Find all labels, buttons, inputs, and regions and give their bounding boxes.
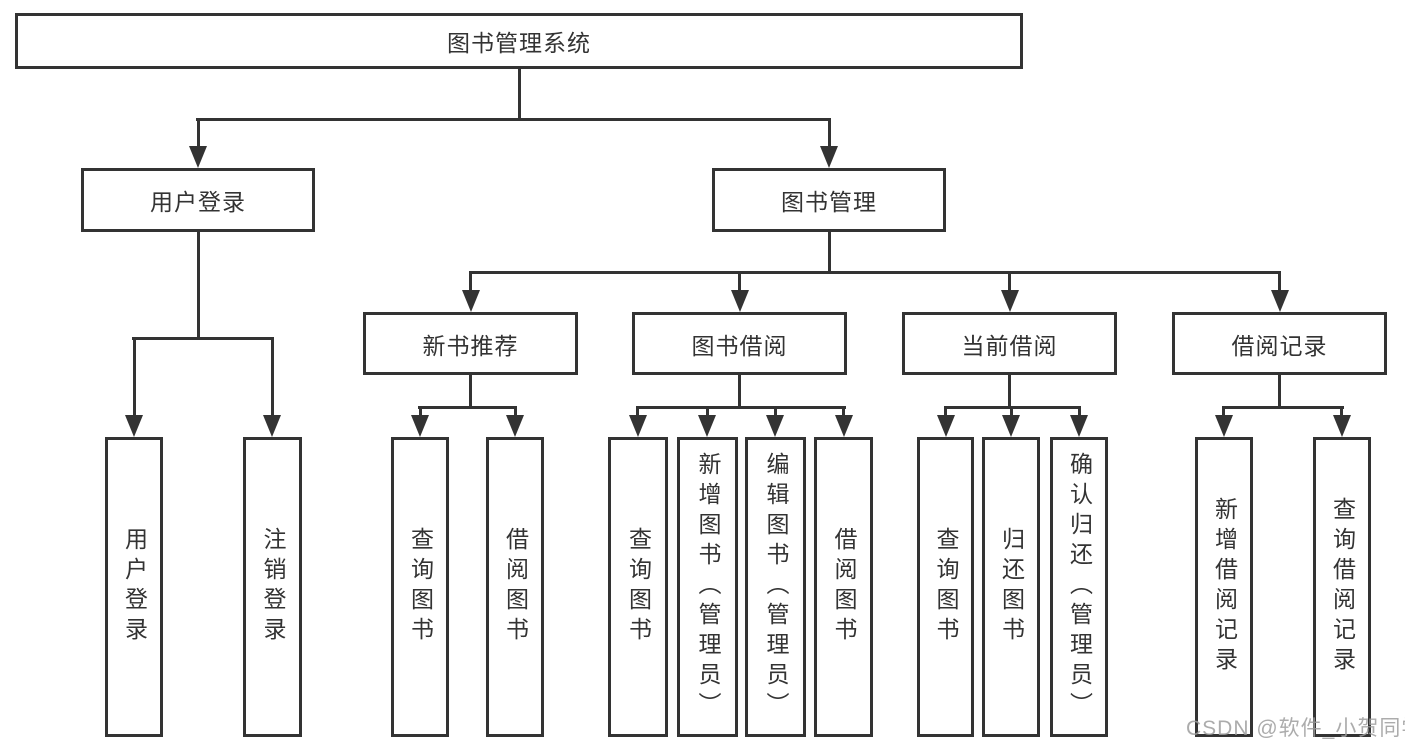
leaf-cb-return-books-label: 归还图书 bbox=[998, 527, 1025, 647]
leaf-bb-add-books: 新增图书（管理员） bbox=[677, 437, 738, 737]
connector-line bbox=[469, 271, 472, 292]
connector-line bbox=[271, 337, 274, 417]
leaf-logout-label: 注销登录 bbox=[260, 527, 286, 647]
leaf-cb-confirm-return-label: 确认归还（管理员） bbox=[1066, 452, 1093, 722]
connector-line bbox=[738, 271, 741, 292]
arrowhead-icon bbox=[937, 415, 955, 437]
connector-line bbox=[842, 406, 845, 417]
arrowhead-icon bbox=[1271, 290, 1289, 312]
leaf-br-query-record-label: 查询借阅记录 bbox=[1329, 497, 1356, 677]
connector-line bbox=[828, 232, 831, 271]
leaf-nbr-borrow-books-label: 借阅图书 bbox=[502, 527, 529, 647]
leaf-br-add-record: 新增借阅记录 bbox=[1195, 437, 1253, 737]
leaf-user-login-label: 用户登录 bbox=[121, 527, 148, 647]
connector-line bbox=[828, 118, 831, 148]
connector-line bbox=[738, 375, 741, 406]
arrowhead-icon bbox=[189, 146, 207, 168]
arrowhead-icon bbox=[698, 415, 716, 437]
leaf-cb-query-books: 查询图书 bbox=[917, 437, 974, 737]
leaf-bb-query-books-label: 查询图书 bbox=[625, 527, 652, 647]
connector-line bbox=[197, 232, 200, 337]
leaf-br-query-record: 查询借阅记录 bbox=[1313, 437, 1371, 737]
arrowhead-icon bbox=[125, 415, 143, 437]
node-book-management: 图书管理 bbox=[712, 168, 946, 232]
node-borrow-records: 借阅记录 bbox=[1172, 312, 1387, 375]
leaf-nbr-query-books: 查询图书 bbox=[391, 437, 449, 737]
connector-line bbox=[469, 271, 1281, 274]
connector-line bbox=[944, 406, 947, 417]
connector-line bbox=[636, 406, 846, 409]
arrowhead-icon bbox=[731, 290, 749, 312]
connector-line bbox=[1278, 375, 1281, 406]
connector-line bbox=[518, 69, 521, 118]
leaf-bb-add-books-label: 新增图书（管理员） bbox=[695, 452, 721, 722]
arrowhead-icon bbox=[835, 415, 853, 437]
arrowhead-icon bbox=[1215, 415, 1233, 437]
node-current-borrow-label: 当前借阅 bbox=[961, 332, 1058, 359]
connector-line bbox=[1008, 271, 1011, 292]
leaf-bb-edit-books-label: 编辑图书（管理员） bbox=[763, 452, 789, 722]
node-book-borrow-label: 图书借阅 bbox=[691, 332, 788, 359]
leaf-nbr-borrow-books: 借阅图书 bbox=[486, 437, 544, 737]
leaf-nbr-query-books-label: 查询图书 bbox=[407, 527, 434, 647]
connector-line bbox=[133, 337, 136, 417]
connector-line bbox=[132, 337, 274, 340]
connector-line bbox=[1340, 406, 1343, 417]
connector-line bbox=[706, 406, 709, 417]
connector-line bbox=[1278, 271, 1281, 292]
connector-line bbox=[1010, 406, 1013, 417]
csdn-watermark: CSDN @软件_小贺同学 bbox=[1186, 717, 1405, 740]
connector-line bbox=[1222, 406, 1344, 409]
connector-line bbox=[514, 406, 517, 417]
arrowhead-icon bbox=[1333, 415, 1351, 437]
arrowhead-icon bbox=[506, 415, 524, 437]
leaf-br-add-record-label: 新增借阅记录 bbox=[1211, 497, 1238, 677]
leaf-bb-edit-books: 编辑图书（管理员） bbox=[745, 437, 806, 737]
connector-line bbox=[1008, 375, 1011, 406]
connector-line bbox=[196, 118, 831, 121]
node-book-management-label: 图书管理 bbox=[781, 189, 877, 215]
connector-line bbox=[1078, 406, 1081, 417]
connector-line bbox=[469, 375, 472, 406]
node-borrow-records-label: 借阅记录 bbox=[1231, 332, 1328, 359]
leaf-cb-return-books: 归还图书 bbox=[982, 437, 1040, 737]
node-library-system: 图书管理系统 bbox=[15, 13, 1023, 69]
connector-line bbox=[774, 406, 777, 417]
connector-line bbox=[419, 406, 422, 417]
arrowhead-icon bbox=[1001, 290, 1019, 312]
connector-line bbox=[418, 406, 517, 409]
leaf-bb-borrow-books-label: 借阅图书 bbox=[831, 527, 857, 647]
node-library-system-label: 图书管理系统 bbox=[447, 30, 591, 56]
node-new-book-recommend: 新书推荐 bbox=[363, 312, 578, 375]
leaf-user-login: 用户登录 bbox=[105, 437, 163, 737]
leaf-bb-borrow-books: 借阅图书 bbox=[814, 437, 873, 737]
connector-line bbox=[197, 118, 200, 148]
leaf-bb-query-books: 查询图书 bbox=[608, 437, 668, 737]
arrowhead-icon bbox=[766, 415, 784, 437]
node-current-borrow: 当前借阅 bbox=[902, 312, 1117, 375]
node-book-borrow: 图书借阅 bbox=[632, 312, 847, 375]
arrowhead-icon bbox=[462, 290, 480, 312]
leaf-cb-confirm-return: 确认归还（管理员） bbox=[1050, 437, 1108, 737]
node-new-book-recommend-label: 新书推荐 bbox=[422, 332, 519, 359]
arrowhead-icon bbox=[629, 415, 647, 437]
arrowhead-icon bbox=[1070, 415, 1088, 437]
leaf-logout: 注销登录 bbox=[243, 437, 302, 737]
arrowhead-icon bbox=[820, 146, 838, 168]
arrowhead-icon bbox=[411, 415, 429, 437]
arrowhead-icon bbox=[263, 415, 281, 437]
node-user-login-label: 用户登录 bbox=[150, 189, 246, 215]
node-user-login: 用户登录 bbox=[81, 168, 315, 232]
leaf-cb-query-books-label: 查询图书 bbox=[933, 527, 959, 647]
connector-line bbox=[636, 406, 639, 417]
arrowhead-icon bbox=[1002, 415, 1020, 437]
connector-line bbox=[1222, 406, 1225, 417]
